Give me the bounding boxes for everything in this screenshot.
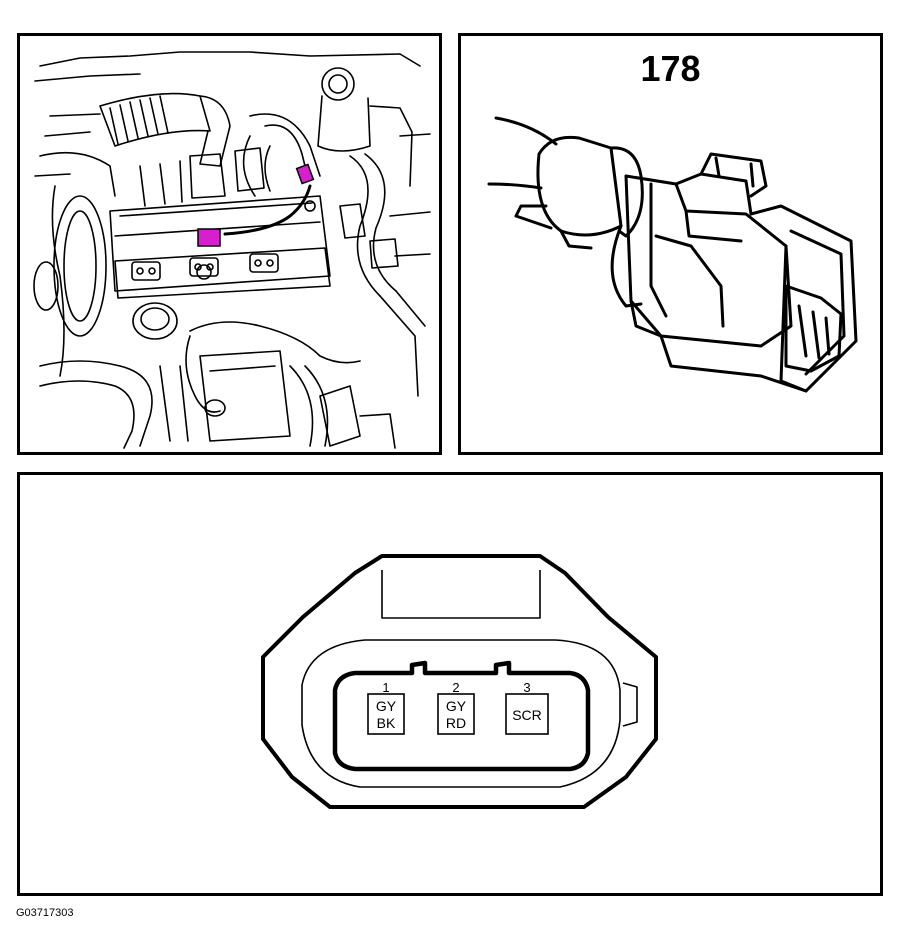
connector-location-highlight [197,228,221,247]
sensor-location-highlight [295,163,315,185]
connector-face-diagram: 1 2 3 GY BK GY RD SCR [261,554,658,809]
pin-2-number: 2 [452,680,459,695]
connector-view-panel: 178 [458,33,883,455]
pin-2-box [437,693,475,735]
pin-3-box [505,693,549,735]
pin-1-wire-color-1: GY [376,698,397,714]
engine-bay-illustration [33,51,431,449]
pin-2-wire-color-2: RD [446,715,466,731]
engine-locator-panel [17,33,442,455]
pin-1-wire-color-2: BK [377,715,396,731]
figure-code: G03717303 [16,907,74,919]
pin-1-box [367,693,405,735]
pin-3-wire-color: SCR [512,707,542,723]
connector-number: 178 [640,48,701,89]
harness-connector-illustration [487,116,858,393]
pin-2-wire-color-1: GY [446,698,467,714]
connector-face-panel: 1 2 3 GY BK GY RD SCR [17,472,883,896]
pin-3-number: 3 [523,680,530,695]
pin-1-number: 1 [382,680,389,695]
